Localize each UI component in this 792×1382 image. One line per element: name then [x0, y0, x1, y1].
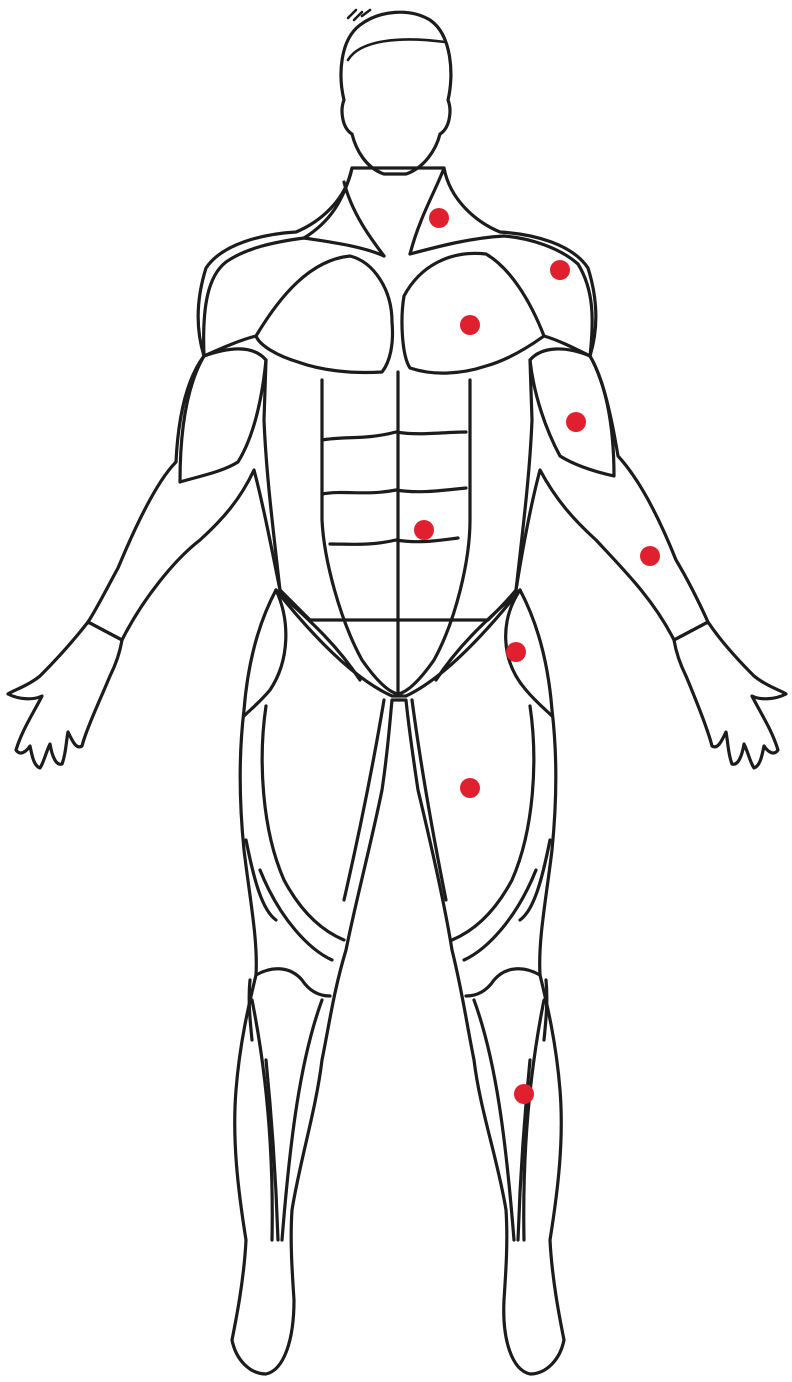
hair [346, 8, 372, 22]
right-hand [6, 620, 124, 770]
legs [230, 588, 566, 1376]
head [339, 10, 453, 176]
marker-layer [414, 208, 660, 1104]
marker-left-pectoral[interactable] [460, 315, 480, 335]
marker-left-biceps[interactable] [566, 412, 586, 432]
hairline [346, 38, 447, 62]
marker-left-hip-flexor[interactable] [506, 642, 526, 662]
marker-left-shin[interactable] [514, 1084, 534, 1104]
marker-neck-left-trapezius[interactable] [429, 208, 449, 228]
marker-left-deltoid[interactable] [550, 260, 570, 280]
marker-left-forearm[interactable] [640, 546, 660, 566]
left-hand [672, 620, 788, 770]
marker-left-quadriceps[interactable] [460, 778, 480, 798]
muscle-lines [178, 166, 616, 1242]
marker-abdomen[interactable] [414, 520, 434, 540]
